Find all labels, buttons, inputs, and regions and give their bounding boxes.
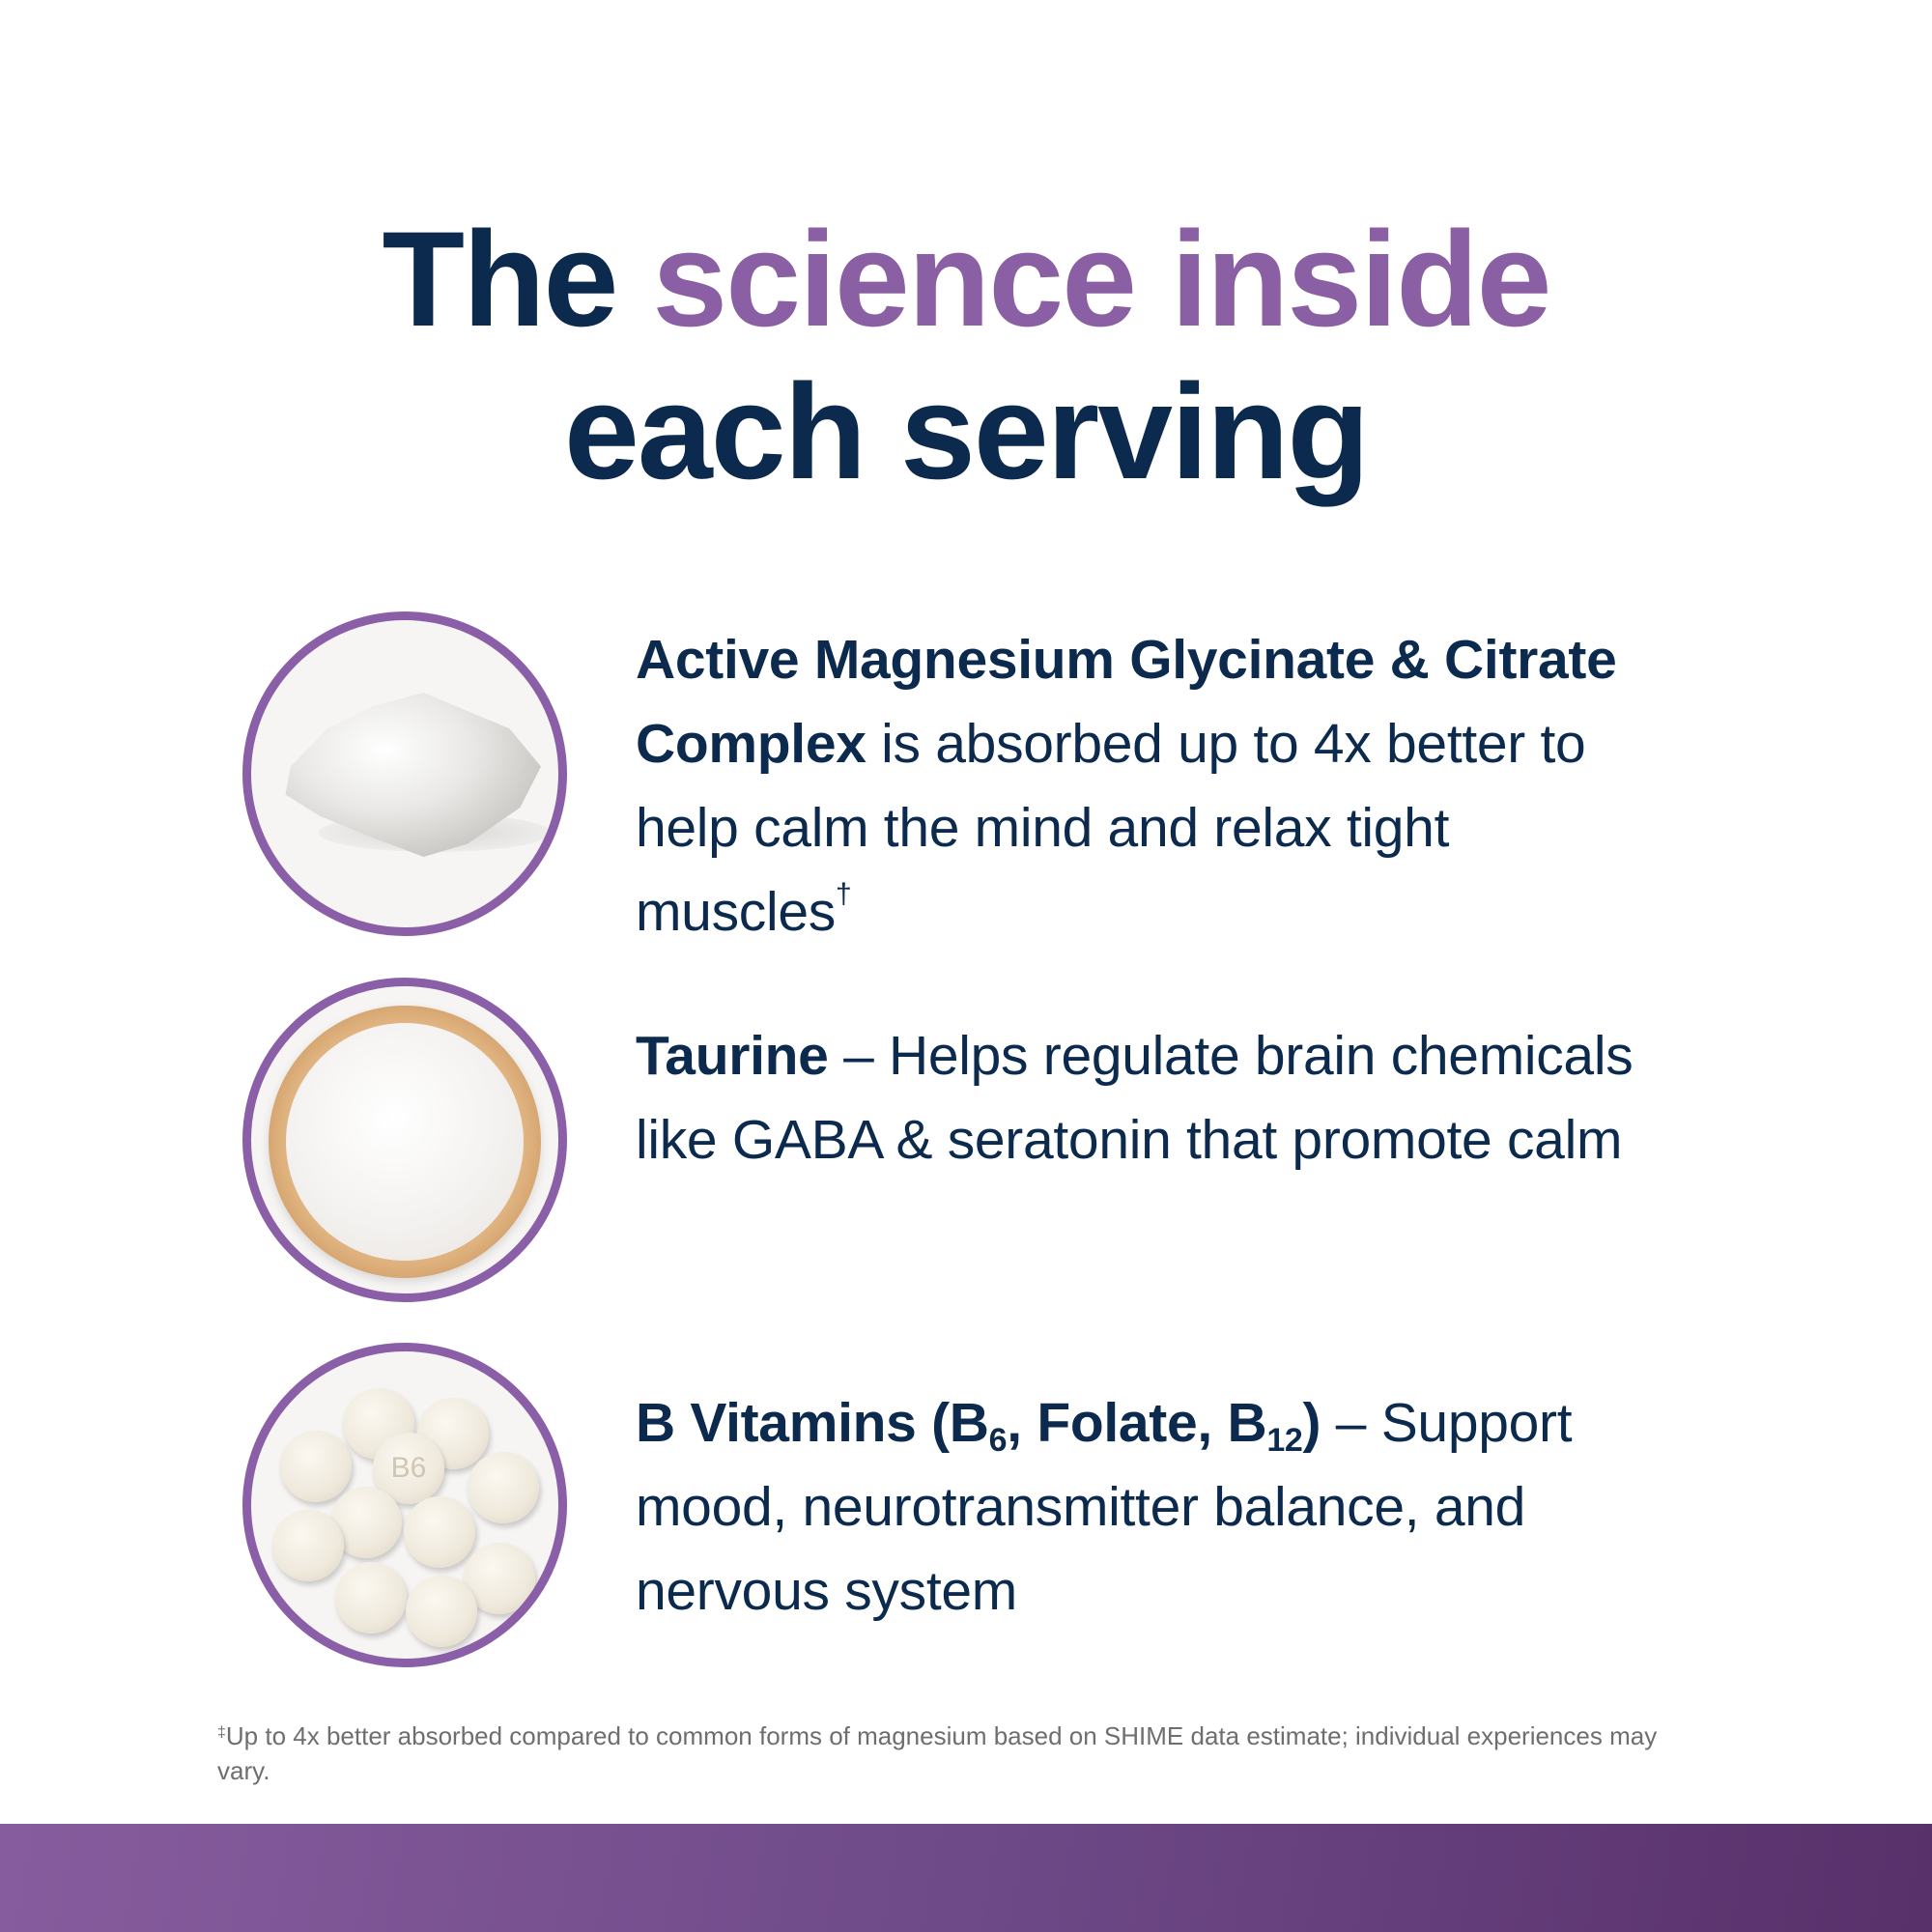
tablet-icon: [280, 1431, 352, 1502]
taurine-powder-bowl-image: [242, 978, 567, 1302]
b-vitamins-description: B Vitamins (B6, Folate, B12) – Support m…: [636, 1381, 1679, 1634]
magnesium-body: is absorbed up to 4x better to help calm…: [636, 713, 1586, 943]
bowl-icon: [269, 1006, 541, 1278]
tablet-icon: [404, 1496, 475, 1568]
magnesium-rock-image: [242, 611, 567, 936]
b-vitamins-heading: B Vitamins (B6, Folate, B12): [636, 1392, 1321, 1457]
b12-subscript: 12: [1266, 1422, 1303, 1459]
tablet-icon: [406, 1576, 477, 1647]
b-vitamin-tablets-image: B6: [242, 1343, 567, 1667]
double-dagger-mark: ‡: [217, 1724, 226, 1741]
taurine-description: Taurine – Helps regulate brain chemicals…: [636, 1014, 1679, 1182]
dagger-mark: †: [835, 878, 852, 910]
footnote-text: Up to 4x better absorbed compared to com…: [217, 1721, 1658, 1785]
bottom-gradient-bar: [0, 1824, 1932, 1932]
taurine-heading: Taurine: [636, 1025, 829, 1087]
tablet-icon: [272, 1510, 344, 1581]
tablet-icon: [335, 1562, 407, 1634]
tablet-icon: [468, 1452, 539, 1523]
title-part1: The: [382, 203, 653, 355]
b6-subscript: 6: [988, 1422, 1008, 1459]
title-line2: each serving: [564, 355, 1370, 507]
magnesium-heading: Active Magnesium Glycinate & Citrate Com…: [636, 629, 1617, 775]
footnote: ‡Up to 4x better absorbed compared to co…: [217, 1716, 1666, 1788]
magnesium-description: Active Magnesium Glycinate & Citrate Com…: [636, 618, 1679, 954]
b-vitamins-body: – Support mood, neurotransmitter balance…: [636, 1392, 1573, 1622]
taurine-body: – Helps regulate brain chemicals like GA…: [636, 1025, 1634, 1171]
powder-icon: [286, 1023, 524, 1261]
tablet-label: B6: [390, 1452, 427, 1484]
page-title: The science inside each serving: [0, 203, 1932, 508]
title-accent: science inside: [652, 203, 1551, 355]
b-vitamins-heading-prefix: B Vitamins (B: [636, 1392, 989, 1454]
b-vitamins-heading-suffix: ): [1302, 1392, 1321, 1454]
b-vitamins-heading-mid: , Folate, B: [1007, 1392, 1267, 1454]
